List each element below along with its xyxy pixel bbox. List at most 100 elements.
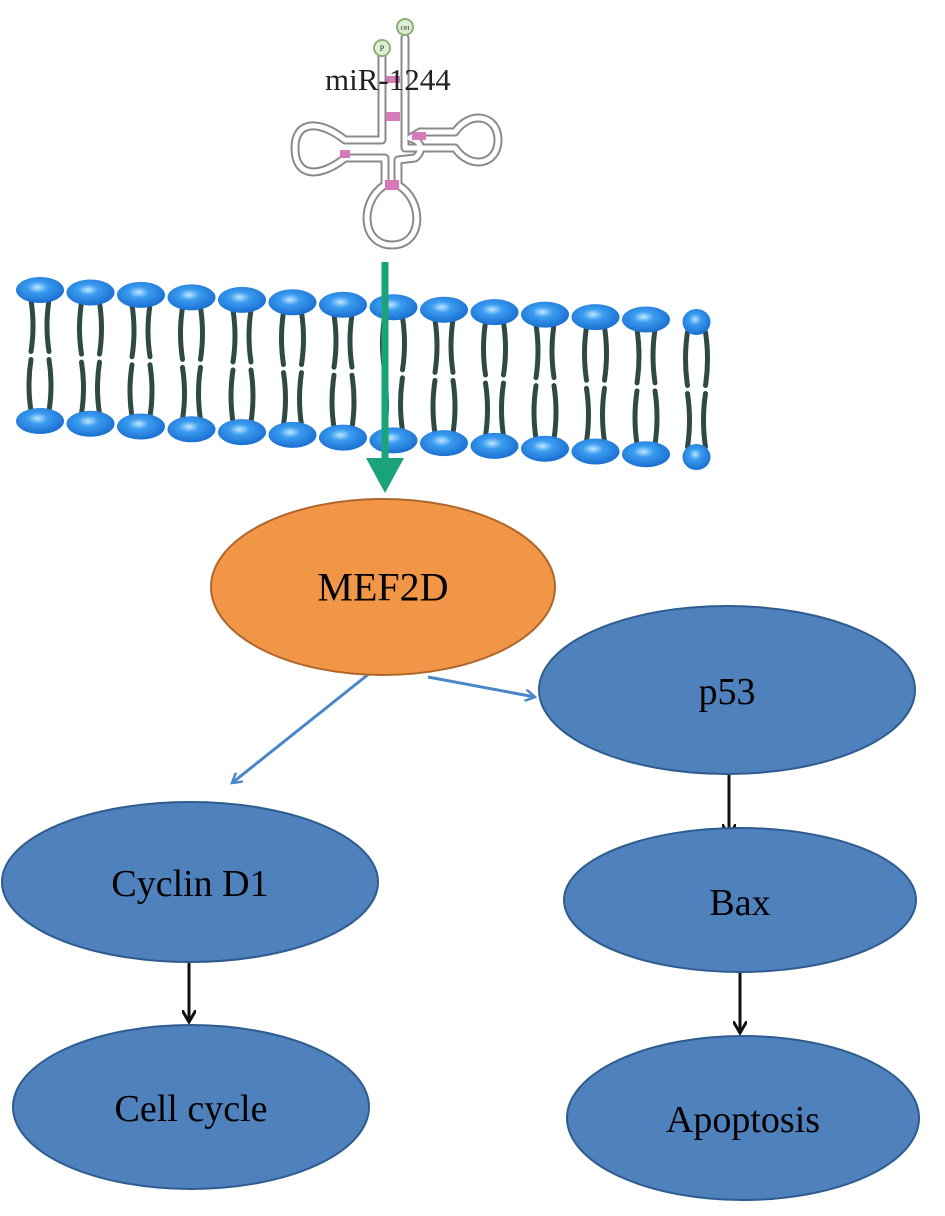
lipid-tail [481, 319, 488, 378]
mirna-label: miR-1244 [325, 62, 451, 97]
lipid-head-top [622, 306, 670, 333]
lipid-tail [331, 312, 339, 370]
node-cyclin-d1: Cyclin D1 [1, 801, 379, 963]
lipid-tail [448, 317, 456, 375]
lipid-tail [650, 327, 658, 386]
lipid-head-top [268, 289, 317, 316]
lipid-head-bottom [16, 408, 64, 434]
lipid-tail [483, 380, 490, 439]
phosphate-icon [373, 39, 391, 57]
node-apoptosis: Apoptosis [566, 1035, 920, 1201]
lipid-tail [198, 304, 205, 362]
lipid-tail [230, 307, 238, 365]
lipid-head-bottom [268, 421, 317, 448]
hydroxyl-label: OH [401, 26, 410, 32]
lipid-tail [95, 359, 102, 417]
hydroxyl-icon [396, 18, 414, 36]
node-p53: p53 [538, 605, 916, 775]
node-cell-cycle: Cell cycle [12, 1024, 370, 1190]
lipid-tail [549, 322, 557, 381]
lipid-head-top [117, 281, 165, 308]
lipid-tail [28, 297, 36, 354]
lipid-tail [281, 370, 288, 428]
lipid-head-bottom [420, 430, 468, 457]
lipid-tail [46, 357, 54, 414]
lipid-head-bottom [369, 427, 418, 454]
lipid-head-top [470, 299, 519, 326]
edge-mef2d-to-p53 [427, 675, 535, 697]
lipid-tail [600, 385, 607, 444]
node-mef2d-label: MEF2D [317, 565, 448, 610]
lipid-head-top [16, 277, 64, 303]
lipid-tail [196, 364, 203, 422]
lipid-tail [701, 391, 708, 450]
lipid-head-bottom [319, 424, 367, 451]
lipid-head-top [218, 286, 266, 313]
lipid-head-top [521, 301, 569, 328]
lipid-head-bottom [682, 444, 711, 470]
lipid-tail [299, 309, 306, 368]
node-mef2d: MEF2D [210, 498, 556, 676]
lipid-tail [531, 383, 539, 442]
lipid-tail [79, 359, 86, 417]
lipid-head-bottom [167, 416, 216, 443]
lipid-head-top [369, 294, 418, 321]
lipid-tail [246, 307, 254, 365]
lipid-tail [127, 362, 135, 420]
lipid-tail [685, 391, 692, 450]
mirna-structure: P OH miR-1244 [290, 18, 503, 250]
lipid-tail [147, 362, 155, 420]
lipid-tail [97, 299, 104, 357]
node-bax: Bax [563, 827, 917, 973]
cell-membrane [16, 277, 711, 470]
lipid-tail [551, 383, 559, 442]
lipid-tail [430, 377, 438, 436]
phosphate-label: P [380, 44, 385, 53]
base-pairs [340, 76, 426, 190]
lipid-tail [450, 377, 458, 436]
lipid-head-bottom [521, 435, 569, 462]
lipid-tail [632, 388, 640, 447]
lipid-head-top [319, 291, 367, 318]
lipid-tail [703, 329, 710, 388]
lipid-tail [329, 372, 337, 431]
lipid-tail [501, 319, 508, 378]
lipid-head-bottom [571, 438, 620, 465]
lipid-tail [652, 388, 660, 447]
lipid-head-top [571, 304, 620, 331]
node-cyclin-d1-label: Cyclin D1 [111, 863, 268, 905]
lipid-tail [178, 304, 185, 362]
lipid-tail [584, 385, 591, 444]
lipid-tail [634, 327, 642, 386]
lipid-tail [533, 322, 541, 381]
lipid-tail [248, 367, 256, 425]
lipid-tail [279, 309, 286, 368]
lipid-head-top [682, 309, 711, 335]
lipid-head-bottom [66, 410, 115, 437]
edge-mef2d-to-cyclin-d1 [232, 671, 371, 783]
lipid-tail [602, 324, 609, 383]
lipid-tail [347, 312, 355, 370]
lipid-tail [400, 314, 407, 373]
lipid-head-top [66, 279, 115, 306]
lipid-tail [26, 357, 34, 414]
lipid-tail [44, 297, 52, 354]
node-bax-label: Bax [709, 882, 770, 924]
lipid-tail [683, 329, 690, 388]
lipid-tail [180, 364, 187, 422]
lipid-tail [129, 302, 137, 360]
green-arrowhead-icon [366, 458, 404, 493]
lipid-tail [432, 317, 440, 375]
lipid-head-top [167, 284, 216, 311]
lipid-tail [228, 367, 236, 425]
node-apoptosis-label: Apoptosis [666, 1099, 820, 1141]
lipid-tail [297, 370, 304, 428]
node-cell-cycle-label: Cell cycle [115, 1088, 268, 1130]
lipid-head-bottom [218, 419, 266, 446]
lipid-tail [398, 375, 405, 433]
lipid-tail [145, 302, 153, 360]
node-p53-label: p53 [699, 671, 756, 713]
lipid-tail [582, 324, 589, 383]
lipid-head-bottom [622, 441, 670, 468]
